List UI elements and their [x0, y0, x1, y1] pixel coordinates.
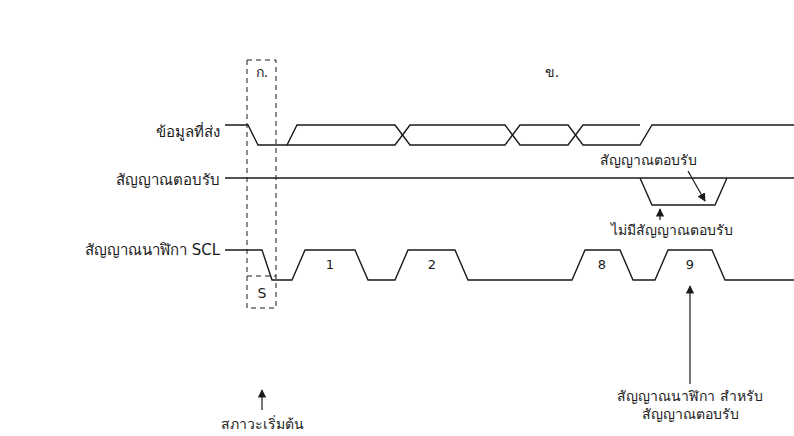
callout-note: สัญญาณนาฬิกา สำหรับสัญญาณตอบรับ	[605, 387, 775, 423]
clock-number: 8	[598, 256, 606, 274]
callout-note: สัญญาณตอบรับ	[600, 151, 697, 169]
data-line-upper	[225, 125, 794, 145]
data-line-lower	[287, 125, 640, 145]
ack-clock-arrow	[689, 286, 690, 384]
scl-line	[225, 250, 794, 280]
ack-arrow	[688, 171, 705, 201]
start-arrow	[261, 390, 262, 410]
callout-note: ไม่มีสัญญาณตอบรับ	[611, 221, 733, 239]
clock-number: 2	[428, 256, 436, 274]
section-mark: ก.	[256, 63, 268, 81]
signal-name: สัญญาณนาฬิกา SCL	[85, 241, 220, 259]
signal-name: สัญญาณตอบรับ	[116, 171, 220, 189]
signal-name: ข้อมูลที่ส่ง	[156, 123, 220, 141]
clock-number: 9	[686, 256, 694, 274]
ack-line-high	[225, 177, 794, 178]
start-mark: S	[258, 284, 267, 302]
start-bracket-divider	[247, 276, 276, 277]
callout-note: สภาวะเริ่มต้น	[221, 415, 304, 433]
ack-line-low	[640, 178, 727, 205]
no-ack-arrow	[659, 209, 660, 220]
clock-number: 1	[326, 256, 334, 274]
section-mark: ข.	[545, 63, 559, 81]
start-bracket	[247, 60, 276, 308]
